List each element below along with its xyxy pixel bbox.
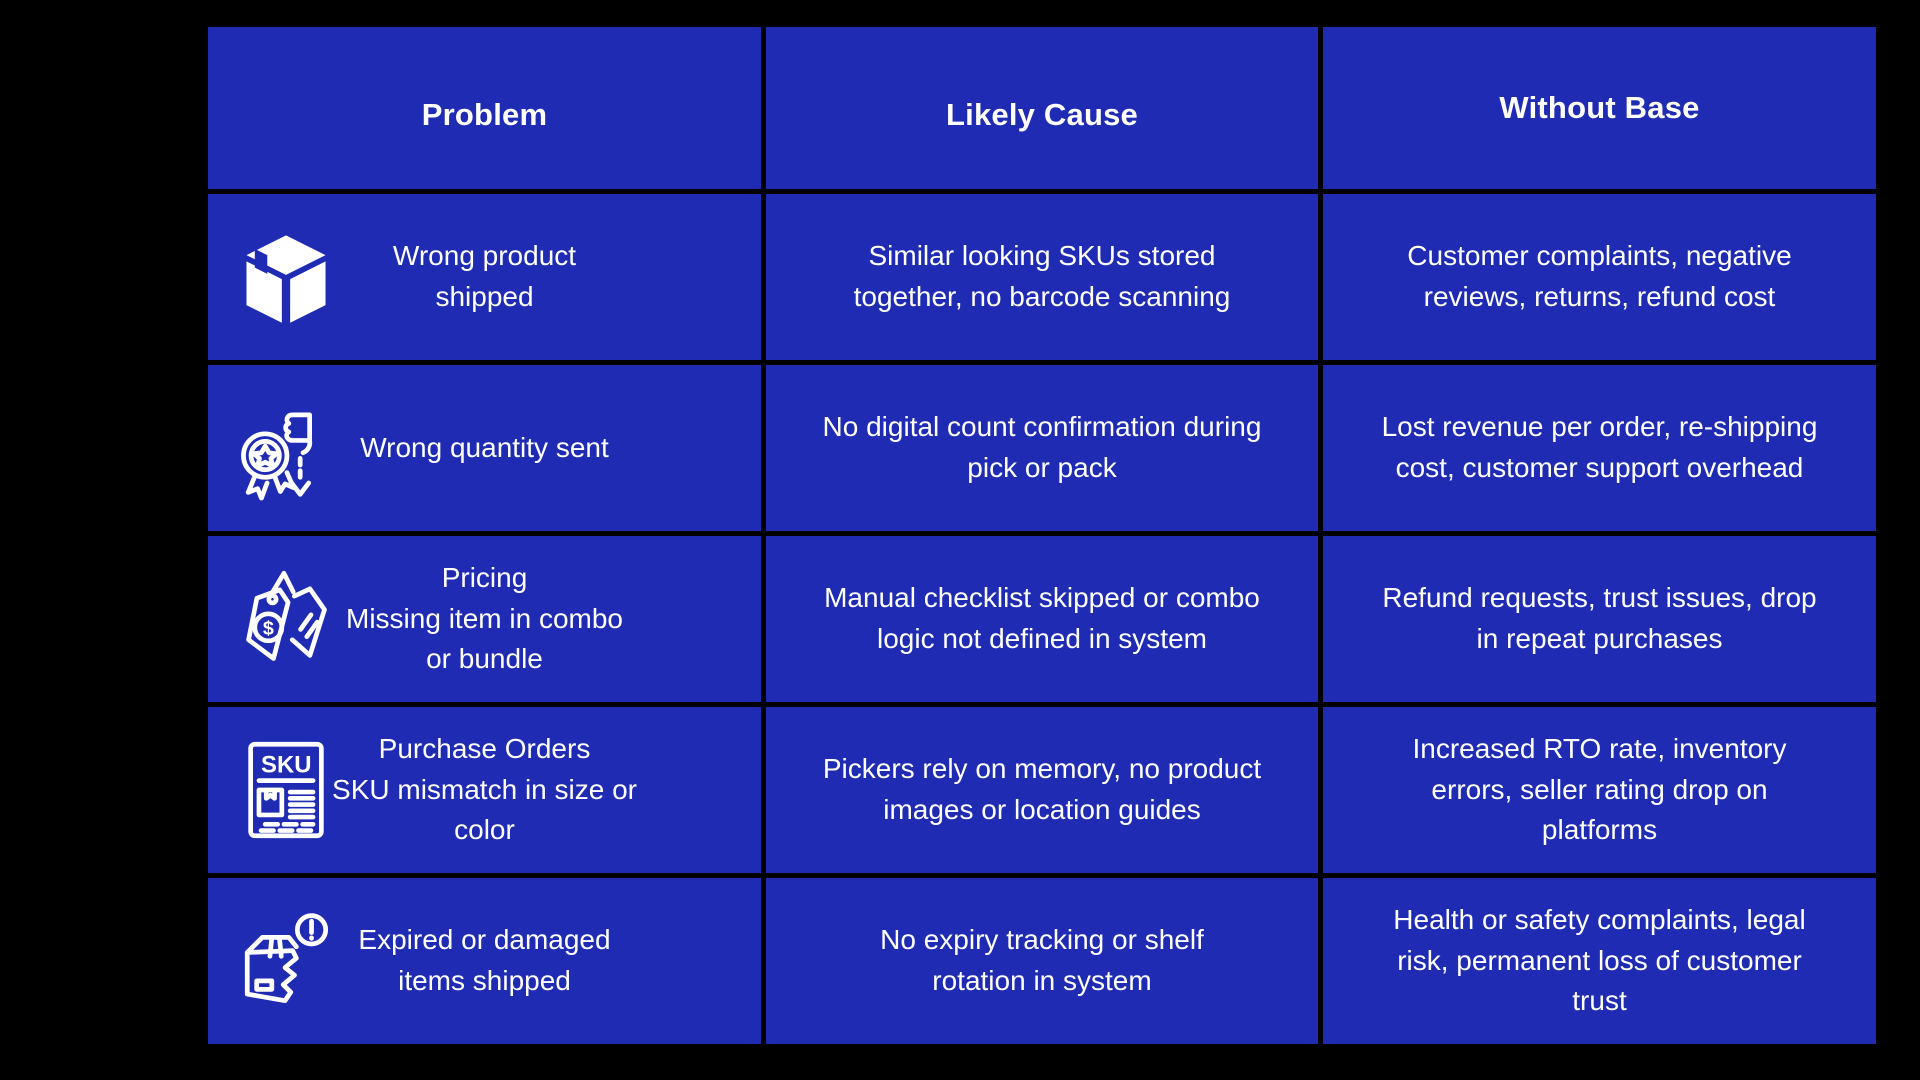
table-impact-cell: Increased RTO rate, inventory errors, se… — [1323, 707, 1876, 873]
svg-text:$: $ — [263, 618, 274, 640]
impact-text: Health or safety complaints, legal risk,… — [1393, 904, 1806, 1017]
column-header-without-base: Without Base — [1323, 27, 1876, 189]
table-row-problem-cell: Expired or damaged items shipped — [208, 878, 761, 1044]
table-impact-cell: Refund requests, trust issues, drop in r… — [1323, 536, 1876, 702]
cause-text: No expiry tracking or shelf rotation in … — [880, 924, 1204, 996]
problem-text: Wrong quantity sent — [360, 431, 609, 463]
table-impact-cell: Customer complaints, negative reviews, r… — [1323, 194, 1876, 360]
table-row-problem-cell: Wrong quantity sent — [208, 365, 761, 531]
problem-text: Wrong product shipped — [392, 240, 577, 312]
table-cause-cell: No digital count confirmation during pic… — [766, 365, 1318, 531]
table-cause-cell: No expiry tracking or shelf rotation in … — [766, 878, 1318, 1044]
column-header-label: Problem — [421, 97, 548, 132]
table-row-problem-cell: Wrong product shipped — [208, 194, 761, 360]
impact-text: Increased RTO rate, inventory errors, se… — [1412, 733, 1787, 846]
table-cause-cell: Manual checklist skipped or combo logic … — [766, 536, 1318, 702]
cause-text: No digital count confirmation during pic… — [822, 411, 1262, 483]
table-cause-cell: Pickers rely on memory, no product image… — [766, 707, 1318, 873]
table-row-problem-cell: SKU Purchase Orders SKU mismatch in size… — [208, 707, 761, 873]
problem-text: Pricing Missing item in combo or bundle — [346, 562, 623, 675]
cause-text: Similar looking SKUs stored together, no… — [853, 240, 1231, 312]
table-impact-cell: Health or safety complaints, legal risk,… — [1323, 878, 1876, 1044]
problem-text: Purchase Orders SKU mismatch in size or … — [332, 733, 637, 846]
column-header-label: Without Base — [1499, 90, 1700, 125]
thumbs-down-badge-icon — [234, 392, 338, 504]
impact-text: Lost revenue per order, re-shipping cost… — [1381, 411, 1818, 483]
sku-document-icon: SKU — [234, 734, 338, 846]
table-row-problem-cell: $ Pricing Missing item in combo or bundl… — [208, 536, 761, 702]
column-header-label: Likely Cause — [946, 97, 1138, 132]
table-impact-cell: Lost revenue per order, re-shipping cost… — [1323, 365, 1876, 531]
column-header-likely-cause: Likely Cause — [766, 27, 1318, 189]
price-tags-icon: $ — [234, 563, 338, 675]
package-box-icon — [234, 221, 338, 333]
impact-text: Refund requests, trust issues, drop in r… — [1382, 582, 1817, 654]
column-header-problem: Problem — [208, 27, 761, 189]
svg-text:SKU: SKU — [261, 751, 311, 778]
cause-text: Manual checklist skipped or combo logic … — [824, 582, 1260, 654]
problem-text: Expired or damaged items shipped — [358, 924, 611, 996]
cause-text: Pickers rely on memory, no product image… — [822, 753, 1262, 825]
table-cause-cell: Similar looking SKUs stored together, no… — [766, 194, 1318, 360]
impact-text: Customer complaints, negative reviews, r… — [1407, 240, 1792, 312]
damaged-box-alert-icon — [234, 905, 338, 1017]
problems-table: Problem Likely Cause Without Base Wrong … — [203, 22, 1876, 1049]
